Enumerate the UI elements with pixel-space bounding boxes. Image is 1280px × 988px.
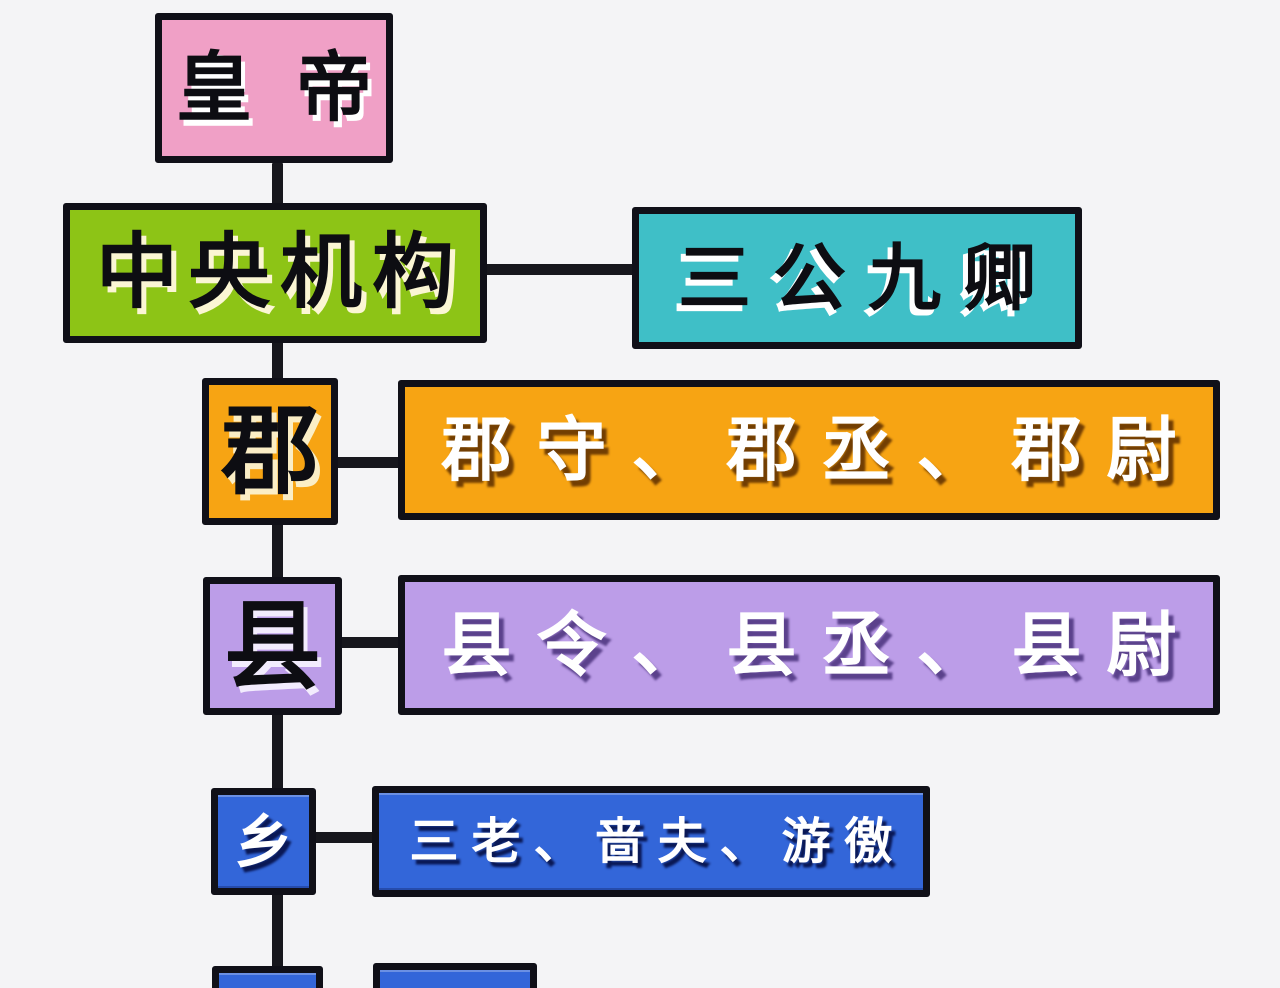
edge-central-sangong [485, 264, 635, 275]
node-county-label: 县 [224, 589, 321, 703]
edge-emperor-central [272, 163, 283, 205]
node-township-officials-label: 三老、啬夫、游徼 [409, 813, 906, 870]
edge-central-jun [272, 341, 283, 381]
node-township-officials: 三老、啬夫、游徼 [372, 786, 930, 897]
node-county-officials: 县令、县丞、县尉 [398, 575, 1220, 715]
node-commandery-label: 郡 [221, 395, 319, 508]
node-three-lords-nine-ministers-label: 三公九卿 [678, 235, 1058, 321]
node-central-government: 中央机构 [63, 203, 487, 343]
edge-xiang-officials [314, 832, 374, 843]
edge-xian-officials [340, 637, 400, 648]
node-bottom-left-partial [212, 966, 323, 988]
node-bottom-right-partial [373, 963, 537, 988]
edge-jun-officials [336, 457, 400, 468]
node-emperor: 皇帝 [155, 13, 393, 163]
edge-jun-xian [272, 523, 283, 579]
node-commandery: 郡 [202, 378, 338, 525]
edge-xian-xiang [272, 713, 283, 790]
node-three-lords-nine-ministers: 三公九卿 [632, 207, 1082, 349]
node-county-officials-label: 县令、县丞、县尉 [441, 604, 1202, 686]
node-commandery-officials: 郡守、郡丞、郡尉 [398, 380, 1220, 520]
edge-xiang-bottom [272, 893, 283, 969]
node-commandery-officials-label: 郡守、郡丞、郡尉 [441, 409, 1202, 491]
node-township: 乡 [211, 788, 316, 895]
node-county: 县 [203, 577, 342, 715]
node-emperor-label: 皇帝 [176, 43, 416, 132]
node-township-label: 乡 [234, 807, 293, 876]
node-central-government-label: 中央机构 [95, 225, 464, 320]
